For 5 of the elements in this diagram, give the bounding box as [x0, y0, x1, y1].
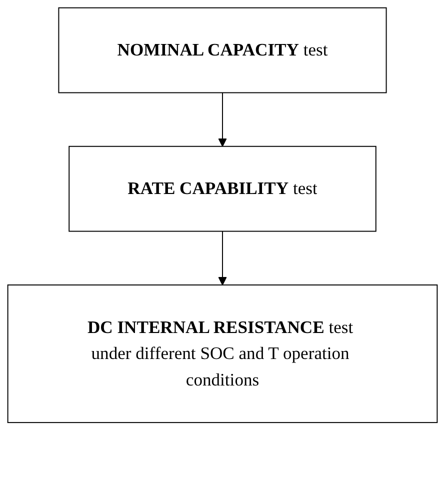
arrow	[218, 230, 227, 286]
arrow	[218, 92, 227, 147]
node-box: NOMINAL CAPACITY test	[58, 7, 387, 94]
node-box: RATE CAPABILITY test	[68, 146, 376, 232]
node-box: DC INTERNAL RESISTANCE test under different SOC and T operation conditions	[7, 284, 438, 424]
